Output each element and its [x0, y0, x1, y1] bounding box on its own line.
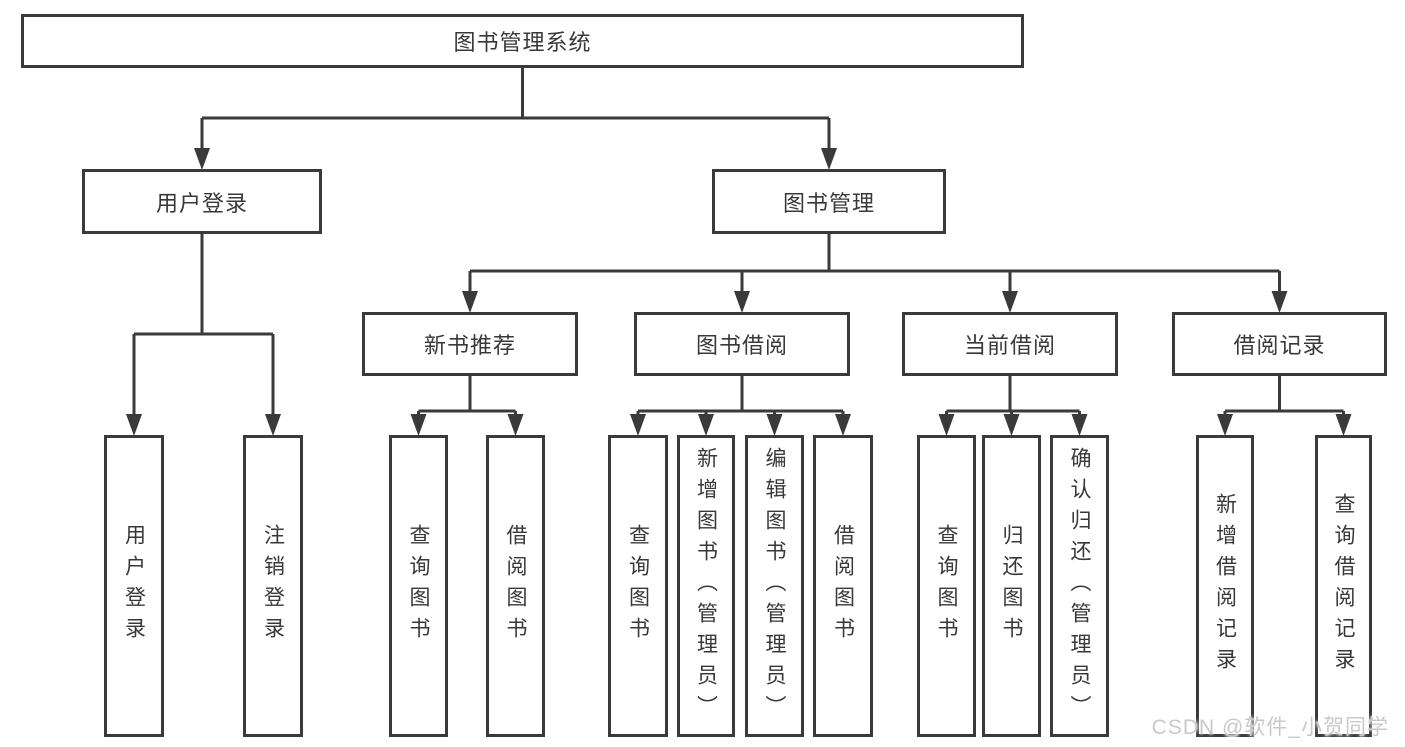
diagram-node-borrow-add-books: 新增图书（管理员）: [677, 435, 735, 737]
connector-line: [132, 232, 275, 423]
diagram-node-rec-query-books: 查询图书: [389, 435, 448, 737]
diagram-node-current-borrow: 当前借阅: [902, 312, 1118, 376]
arrowhead-icon: [1003, 414, 1020, 436]
arrowhead-icon: [1002, 291, 1018, 313]
connector-line: [417, 374, 517, 423]
diagram-node-records-query: 查询借阅记录: [1315, 435, 1372, 737]
diagram-node-borrow-edit-books: 编辑图书（管理员）: [745, 435, 804, 737]
connector-line: [1223, 374, 1345, 423]
diagram-node-rec-borrow-books: 借阅图书: [486, 435, 545, 737]
diagram-node-label: 当前借阅: [963, 333, 1056, 358]
diagram-node-book-mgmt-branch: 图书管理: [712, 169, 946, 234]
connector-line: [636, 374, 845, 423]
arrowhead-icon: [938, 414, 955, 436]
diagram-node-login: 用户登录: [104, 435, 164, 737]
arrowhead-icon: [766, 414, 783, 436]
diagram-node-label: 归还图书: [1000, 524, 1023, 648]
diagram-node-records-add: 新增借阅记录: [1196, 435, 1254, 737]
connector-line: [945, 374, 1081, 423]
connector-line: [200, 66, 831, 157]
arrowhead-icon: [1217, 414, 1233, 436]
diagram-node-label: 图书管理系统: [453, 30, 592, 55]
diagram-node-current-confirm-return: 确认归还（管理员）: [1050, 435, 1109, 737]
diagram-node-label: 查询图书: [935, 524, 958, 648]
diagram-node-borrow-query-books: 查询图书: [608, 435, 668, 737]
arrowhead-icon: [265, 414, 281, 436]
arrowhead-icon: [821, 148, 837, 170]
arrowhead-icon: [1335, 414, 1352, 436]
arrowhead-icon: [835, 414, 851, 436]
diagram-node-borrow-records: 借阅记录: [1172, 312, 1387, 376]
diagram-node-label: 新书推荐: [423, 333, 516, 358]
diagram-node-label: 借阅图书: [831, 524, 855, 648]
arrowhead-icon: [126, 414, 142, 436]
connector-line: [468, 232, 1281, 300]
diagram-node-label: 查询借阅记录: [1332, 493, 1355, 679]
diagram-node-new-book-rec: 新书推荐: [362, 312, 578, 376]
diagram-node-logout: 注销登录: [243, 435, 303, 737]
diagram-node-label: 查询图书: [626, 524, 650, 648]
arrowhead-icon: [462, 291, 478, 313]
arrowhead-icon: [507, 414, 524, 436]
arrowhead-icon: [1071, 414, 1088, 436]
diagram-node-label: 编辑图书（管理员）: [763, 446, 786, 726]
diagram-node-label: 新增图书（管理员）: [694, 446, 718, 726]
diagram-node-label: 用户登录: [155, 190, 248, 216]
diagram-node-label: 图书借阅: [695, 333, 788, 358]
diagram-node-user-login-branch: 用户登录: [82, 169, 322, 234]
diagram-node-label: 确认归还（管理员）: [1068, 446, 1091, 726]
diagram-node-label: 新增借阅记录: [1213, 493, 1237, 679]
diagram-node-label: 借阅记录: [1233, 333, 1326, 358]
arrowhead-icon: [1271, 291, 1288, 313]
diagram-node-label: 借阅图书: [504, 524, 527, 648]
arrowhead-icon: [734, 291, 750, 313]
diagram-node-label: 查询图书: [407, 524, 430, 648]
diagram-node-label: 注销登录: [261, 524, 285, 648]
diagram-node-label: 用户登录: [122, 524, 146, 648]
arrowhead-icon: [410, 414, 427, 436]
diagram-node-book-borrow: 图书借阅: [634, 312, 850, 376]
diagram-node-root: 图书管理系统: [21, 14, 1024, 68]
diagram-node-current-query-books: 查询图书: [917, 435, 976, 737]
arrowhead-icon: [698, 414, 714, 436]
diagram-node-borrow-borrow-books: 借阅图书: [813, 435, 873, 737]
arrowhead-icon: [630, 414, 646, 436]
diagram-node-current-return-books: 归还图书: [982, 435, 1041, 737]
arrowhead-icon: [194, 148, 210, 170]
diagram-node-label: 图书管理: [782, 190, 875, 216]
